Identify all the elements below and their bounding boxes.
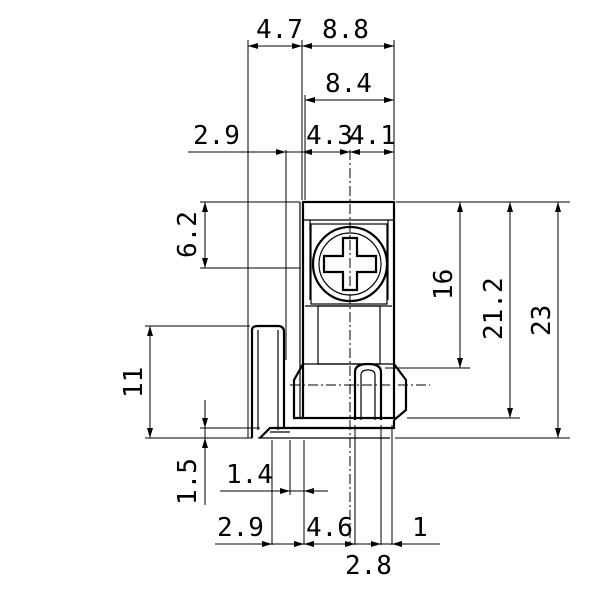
dim-1-label: 1 — [412, 513, 428, 543]
wire-entry — [317, 305, 381, 365]
dim-16-label: 16 — [429, 269, 459, 300]
dimensions: 4.7 8.8 8.4 2.9 4.3 4.1 6.2 16 21.2 — [119, 15, 561, 581]
dim-6-2-label: 6.2 — [173, 211, 203, 258]
dim-2-8-label: 2.8 — [345, 551, 392, 581]
extension-lines — [145, 40, 570, 545]
base-plate — [259, 420, 396, 439]
dim-4-1-label: 4.1 — [349, 121, 396, 151]
terminal-block-outline — [250, 200, 408, 439]
dim-2-9-top-label: 2.9 — [193, 121, 240, 151]
dim-1-4-label: 1.4 — [226, 460, 273, 490]
dim-4-3-label: 4.3 — [306, 121, 353, 151]
centre-lines — [290, 150, 430, 545]
dim-8-4-label: 8.4 — [325, 69, 372, 99]
dim-4-7-label: 4.7 — [256, 15, 303, 45]
dim-8-8-label: 8.8 — [322, 15, 369, 45]
dim-11-label: 11 — [119, 367, 149, 398]
dim-4-6-label: 4.6 — [306, 513, 353, 543]
dim-1-5-label: 1.5 — [173, 458, 203, 505]
dim-21-2-label: 21.2 — [479, 277, 509, 340]
clip-hook — [353, 362, 383, 420]
left-flange — [250, 324, 286, 438]
dim-23-label: 23 — [527, 305, 557, 336]
dim-2-9-bottom-label: 2.9 — [217, 513, 264, 543]
